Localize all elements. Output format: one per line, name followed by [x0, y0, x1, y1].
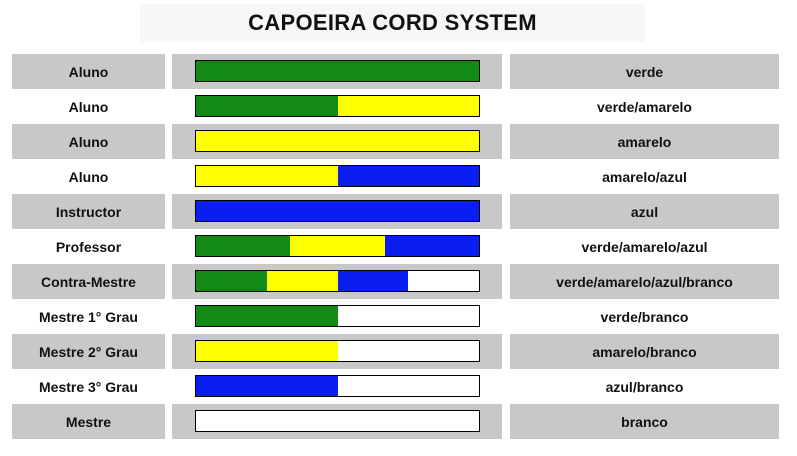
cord-segment-verde: [196, 271, 267, 291]
rank-label: Aluno: [12, 54, 165, 89]
cord-segment-azul: [337, 166, 479, 186]
cord-bar: [195, 60, 480, 82]
rank-label: Aluno: [68, 168, 109, 185]
table-row: Aluno verde: [12, 54, 779, 89]
cord-color-label: amarelo/azul: [602, 168, 687, 185]
cord-cell: [172, 334, 502, 369]
cord-cell: [172, 404, 502, 439]
table-row: Aluno amarelo/azul: [12, 159, 779, 194]
rank-label: Instructor: [12, 194, 165, 229]
rank-label: Aluno: [68, 98, 109, 115]
cord-cell: [172, 194, 502, 229]
cord-segment-amarelo: [196, 131, 479, 151]
table-row: Mestre 2° Grau amarelo/branco: [12, 334, 779, 369]
cord-cell: [172, 229, 502, 264]
cord-segment-verde: [196, 306, 338, 326]
cord-segment-amarelo: [266, 271, 338, 291]
cord-segment-branco: [337, 306, 479, 326]
cord-bar: [195, 200, 480, 222]
cord-segment-amarelo: [290, 236, 385, 256]
rank-label: Professor: [55, 238, 122, 255]
cord-segment-amarelo: [337, 96, 479, 116]
table-row: Mestre 3° Grau azul/branco: [12, 369, 779, 404]
cord-segment-branco: [408, 271, 479, 291]
cord-segment-azul: [196, 376, 338, 396]
cord-segment-branco: [337, 341, 479, 361]
cord-cell: [172, 264, 502, 299]
cord-bar: [195, 270, 480, 292]
cord-color-label: amarelo/branco: [510, 334, 779, 369]
cord-color-label: azul: [510, 194, 779, 229]
cord-bar: [195, 165, 480, 187]
cord-color-label: verde/amarelo/azul: [581, 238, 708, 255]
cord-bar: [195, 130, 480, 152]
cord-cell: [172, 159, 502, 194]
cord-bar: [195, 95, 480, 117]
rank-label: Aluno: [12, 124, 165, 159]
cord-color-label: amarelo: [510, 124, 779, 159]
cord-bar: [195, 340, 480, 362]
cord-bar: [195, 410, 480, 432]
cord-color-label: verde/amarelo/azul/branco: [510, 264, 779, 299]
table-row: Mestre 1° Grau verde/branco: [12, 299, 779, 334]
cord-cell: [172, 54, 502, 89]
cord-bar: [195, 235, 480, 257]
rank-label: Contra-Mestre: [12, 264, 165, 299]
cord-color-label: verde: [510, 54, 779, 89]
table-row: Aluno verde/amarelo: [12, 89, 779, 124]
cord-segment-azul: [337, 271, 409, 291]
cord-segment-amarelo: [196, 341, 338, 361]
table-row: Instructor azul: [12, 194, 779, 229]
cord-segment-azul: [196, 201, 479, 221]
cord-color-label: azul/branco: [605, 378, 684, 395]
cord-color-label: verde/amarelo: [597, 98, 692, 115]
cord-cell: [172, 369, 502, 404]
cord-segment-verde: [196, 236, 291, 256]
cord-segment-verde: [196, 96, 338, 116]
cord-segment-branco: [196, 411, 479, 431]
table-row: Professor verde/amarelo/azul: [12, 229, 779, 264]
cord-segment-verde: [196, 61, 479, 81]
table-row: Mestre branco: [12, 404, 779, 439]
table-row: Contra-Mestre verde/amarelo/azul/branco: [12, 264, 779, 299]
cord-table: Aluno verde Aluno verde/amarelo Aluno am…: [12, 54, 779, 439]
rank-label: Mestre 3° Grau: [39, 378, 138, 395]
cord-cell: [172, 124, 502, 159]
cord-segment-branco: [337, 376, 479, 396]
rank-label: Mestre: [12, 404, 165, 439]
page-title: CAPOEIRA CORD SYSTEM: [140, 4, 645, 42]
cord-cell: [172, 89, 502, 124]
table-row: Aluno amarelo: [12, 124, 779, 159]
cord-bar: [195, 305, 480, 327]
rank-label: Mestre 1° Grau: [39, 308, 138, 325]
cord-bar: [195, 375, 480, 397]
cord-color-label: branco: [510, 404, 779, 439]
cord-color-label: verde/branco: [600, 308, 689, 325]
cord-segment-amarelo: [196, 166, 338, 186]
cord-cell: [172, 299, 502, 334]
cord-segment-azul: [384, 236, 479, 256]
rank-label: Mestre 2° Grau: [12, 334, 165, 369]
